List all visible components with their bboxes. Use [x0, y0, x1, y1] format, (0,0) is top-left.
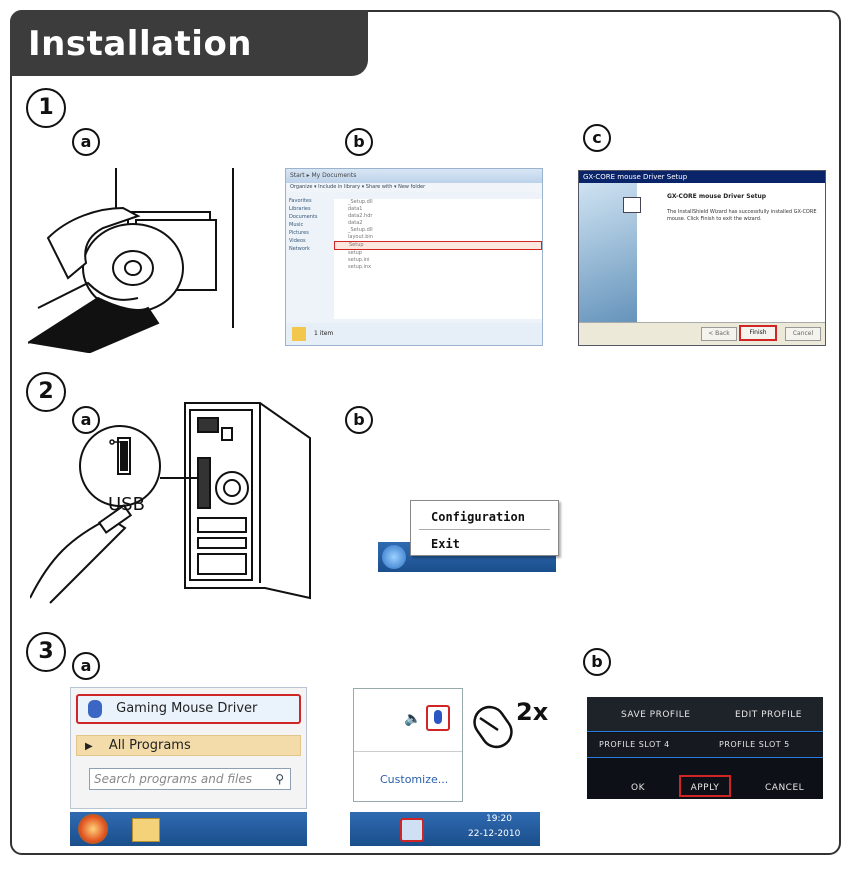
clock-time: 19:20	[486, 814, 512, 824]
explorer-address-bar[interactable]: Start ▸ My Documents	[286, 169, 542, 183]
all-programs-label: All Programs	[108, 738, 191, 753]
file-row[interactable]: _Setup.dll	[348, 227, 373, 233]
edit-profile-button[interactable]: EDIT PROFILE	[735, 710, 802, 720]
file-row-setup-highlighted[interactable]: Setup	[334, 241, 542, 250]
sidebar-item[interactable]: Network	[289, 246, 310, 252]
file-row[interactable]: data2	[348, 220, 363, 226]
start-menu: Gaming Mouse Driver ▶ All Programs Searc…	[70, 687, 307, 809]
folder-icon	[292, 327, 306, 341]
setup-body: The InstallShield Wizard has successfull…	[667, 209, 817, 222]
menu-divider	[419, 529, 550, 530]
save-profile-button[interactable]: SAVE PROFILE	[621, 710, 691, 720]
explorer-status: 1 item	[286, 323, 542, 345]
usb-pc-illustration: USB	[30, 402, 311, 604]
step3-b-badge: b	[583, 648, 611, 676]
explorer-window: Start ▸ My Documents Organize ▾ Include …	[285, 168, 543, 346]
all-programs-item[interactable]: ▶ All Programs	[76, 735, 301, 756]
mouse-tray-icon[interactable]	[426, 705, 450, 731]
cd-insert-illustration	[28, 168, 234, 353]
step2-a-badge: a	[72, 406, 100, 434]
start-search-input[interactable]: Search programs and files ⚲	[89, 768, 291, 790]
start-orb-icon[interactable]	[78, 814, 108, 844]
step-3-badge: 3	[26, 632, 66, 672]
step2-b-badge: b	[345, 406, 373, 434]
file-row[interactable]: data2.hdr	[348, 213, 373, 219]
cancel-button[interactable]: Cancel	[785, 327, 821, 341]
step-2-badge: 2	[26, 372, 66, 412]
sidebar-item[interactable]: Favorites	[289, 198, 312, 204]
panel-slot-row	[587, 733, 823, 758]
setup-dialog: GX-CORE mouse Driver Setup GX-CORE mouse…	[578, 170, 826, 346]
start-orb-icon[interactable]	[382, 545, 406, 569]
explorer-file-list: _Setup.dll data1 data2.hdr data2 _Setup.…	[334, 199, 542, 319]
step-1-badge: 1	[26, 88, 66, 128]
file-row[interactable]: layout.bin	[348, 234, 373, 240]
file-row[interactable]: setup.inx	[348, 264, 372, 270]
file-row[interactable]: data1	[348, 206, 363, 212]
clock-date: 22-12-2010	[468, 829, 521, 839]
setup-heading: GX-CORE mouse Driver Setup	[667, 193, 767, 200]
search-icon: ⚲	[275, 772, 284, 786]
configuration-menu-item[interactable]: Configuration	[431, 510, 525, 524]
finish-button[interactable]: Finish	[739, 325, 777, 341]
tray-context-menu: Configuration Exit	[410, 500, 559, 556]
profile-slot-4[interactable]: PROFILE SLOT 4	[599, 740, 670, 749]
play-arrow-icon: ▶	[85, 741, 93, 752]
start-taskbar	[70, 812, 307, 846]
double-click-label: 2x	[516, 698, 549, 726]
sidebar-item[interactable]: Documents	[289, 214, 318, 220]
gaming-mouse-driver-item[interactable]: Gaming Mouse Driver	[76, 694, 301, 724]
sidebar-item[interactable]: Videos	[289, 238, 306, 244]
back-button[interactable]: < Back	[701, 327, 737, 341]
setup-titlebar: GX-CORE mouse Driver Setup	[579, 171, 825, 183]
mouse-app-icon	[88, 699, 102, 718]
sidebar-item[interactable]: Libraries	[289, 206, 311, 212]
step1-a-badge: a	[72, 128, 100, 156]
mouse-icon	[473, 705, 513, 749]
explorer-sidebar: Favorites Libraries Documents Music Pict…	[289, 197, 331, 253]
tray-divider	[354, 751, 462, 752]
usb-label: USB	[108, 494, 145, 515]
search-placeholder: Search programs and files	[94, 772, 252, 786]
step1-c-badge: c	[583, 124, 611, 152]
show-hidden-icons-button[interactable]	[400, 818, 424, 842]
gaming-mouse-driver-label: Gaming Mouse Driver	[116, 701, 258, 716]
profile-slot-5[interactable]: PROFILE SLOT 5	[719, 740, 790, 749]
step1-b-badge: b	[345, 128, 373, 156]
file-row[interactable]: setup.ini	[348, 257, 370, 263]
sidebar-item[interactable]: Music	[289, 222, 304, 228]
explorer-folder-icon[interactable]	[132, 818, 160, 842]
page-title: Installation	[28, 24, 253, 64]
gaming-config-panel: SAVE PROFILE EDIT PROFILE PROFILE SLOT 4…	[587, 697, 823, 799]
sidebar-item[interactable]: Pictures	[289, 230, 309, 236]
title-tab: Installation	[10, 10, 368, 76]
apply-button[interactable]: APPLY	[679, 775, 731, 797]
panel-top-row	[587, 697, 823, 732]
ok-button[interactable]: OK	[631, 783, 645, 793]
setup-footer: < Back Finish Cancel	[579, 322, 825, 345]
system-taskbar: 19:20 22-12-2010	[350, 812, 540, 846]
file-row[interactable]: setup	[348, 250, 362, 256]
tray-overflow-popup: 🔈 Customize...	[353, 688, 463, 802]
explorer-toolbar[interactable]: Organize ▾ Include in library ▾ Share wi…	[286, 183, 542, 192]
exit-menu-item[interactable]: Exit	[431, 537, 460, 551]
speaker-icon[interactable]: 🔈	[404, 711, 422, 727]
setup-computer-icon	[623, 197, 641, 213]
cancel-panel-button[interactable]: CANCEL	[765, 783, 805, 793]
file-row[interactable]: _Setup.dll	[348, 199, 373, 205]
customize-link[interactable]: Customize...	[380, 773, 449, 786]
step3-a-badge: a	[72, 652, 100, 680]
